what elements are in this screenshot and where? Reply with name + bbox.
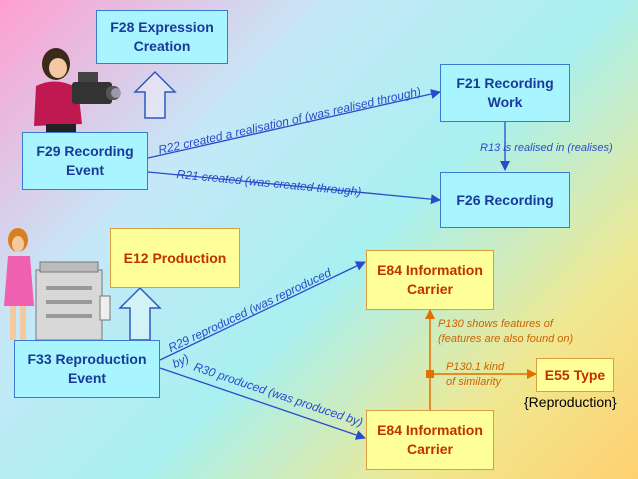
r21-line [147, 171, 441, 205]
node-f21[interactable]: F21 Recording Work [440, 64, 570, 122]
node-e84-bottom[interactable]: E84 Information Carrier [366, 410, 494, 470]
node-f26[interactable]: F26 Recording [440, 172, 570, 228]
node-f33[interactable]: F33 Reproduction Event [14, 340, 160, 398]
label-p130-1-line2: of similarity [446, 376, 502, 388]
isa-arrow-f29-f28 [133, 70, 177, 119]
label-r13: R13 is realised in (realises) [480, 142, 613, 154]
label-p130-line1: P130 shows features of [438, 318, 553, 330]
r30-line [159, 367, 366, 440]
photocopier-operator-clipart [4, 228, 111, 341]
p130-1-anchor [426, 370, 434, 378]
e55-value-text: {Reproduction} [524, 394, 617, 410]
label-p130-line2: (features are also found on) [438, 333, 574, 345]
node-e55[interactable]: E55 Type [536, 358, 614, 392]
node-f29[interactable]: F29 Recording Event [22, 132, 148, 190]
isa-arrow-f33-e12 [118, 286, 162, 341]
node-e84-top[interactable]: E84 Information Carrier [366, 250, 494, 310]
label-p130-1-line1: P130.1 kind [446, 361, 505, 373]
r29-line [159, 261, 366, 361]
node-f28[interactable]: F28 Expression Creation [96, 10, 228, 64]
node-e12[interactable]: E12 Production [110, 228, 240, 288]
r22-line [147, 89, 441, 159]
